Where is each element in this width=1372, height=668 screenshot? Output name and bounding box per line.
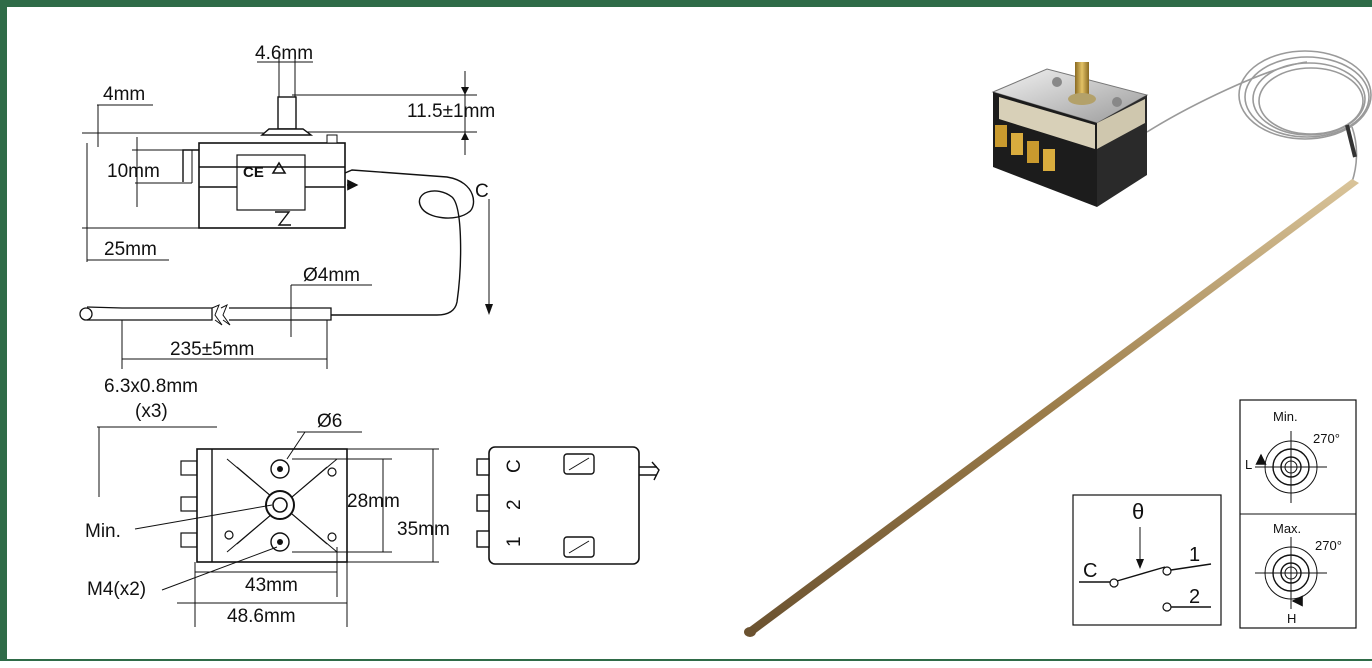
technical-drawing: 4.6mm 11.5±1mm 4mm CE 10mm bbox=[79, 43, 1372, 637]
bulb-length-label: 235±5mm bbox=[170, 339, 254, 360]
mount-pitch-label: 43mm bbox=[245, 575, 298, 596]
high-label: H bbox=[1287, 611, 1296, 626]
front-view: 6.3x0.8mm (x3) Ø6 Min. M4(x2) bbox=[85, 376, 450, 627]
rotation-min-label: Min. bbox=[1273, 409, 1298, 424]
terminal-1-label: 1 bbox=[504, 536, 525, 547]
side-view: 4.6mm 11.5±1mm 4mm CE 10mm bbox=[79, 43, 495, 369]
bulb-diameter-label: Ø4mm bbox=[303, 265, 360, 286]
theta-symbol: θ bbox=[1132, 499, 1144, 524]
terminal-offset-label: 10mm bbox=[107, 161, 160, 182]
shaft-diameter-label: 4.6mm bbox=[255, 43, 313, 64]
angle-min-label: 270° bbox=[1313, 431, 1340, 446]
rotation-max-label: Max. bbox=[1273, 521, 1301, 536]
body-width-label: 48.6mm bbox=[227, 606, 296, 627]
screw-label: M4(x2) bbox=[87, 579, 146, 600]
rotation-diagram: Min. Max. 270° L 270° H bbox=[1239, 399, 1357, 629]
terminal-count-label: (x3) bbox=[135, 401, 168, 422]
capillary-label: C bbox=[475, 181, 489, 202]
low-label: L bbox=[1245, 457, 1252, 472]
ce-mark: CE bbox=[243, 164, 264, 181]
hole-diameter-label: Ø6 bbox=[317, 411, 342, 432]
common-label: C bbox=[1083, 560, 1097, 582]
min-label: Min. bbox=[85, 521, 121, 542]
contact2-label: 2 bbox=[1189, 586, 1200, 608]
hole-pitch-label: 28mm bbox=[347, 491, 400, 512]
terminal-size-label: 6.3x0.8mm bbox=[104, 376, 198, 397]
switch-diagram: θ C 1 2 bbox=[1072, 494, 1222, 626]
terminal-view: C 2 1 bbox=[476, 446, 660, 565]
terminal-2-label: 2 bbox=[504, 499, 525, 510]
terminal-c-label: C bbox=[504, 459, 525, 473]
contact1-label: 1 bbox=[1189, 544, 1200, 566]
bracket-width-label: 4mm bbox=[103, 84, 145, 105]
shaft-height-label: 11.5±1mm bbox=[407, 101, 495, 122]
thermostat-photo bbox=[744, 50, 1372, 637]
body-depth-label: 35mm bbox=[397, 519, 450, 540]
body-height-label: 25mm bbox=[104, 239, 157, 260]
angle-max-label: 270° bbox=[1315, 538, 1342, 553]
